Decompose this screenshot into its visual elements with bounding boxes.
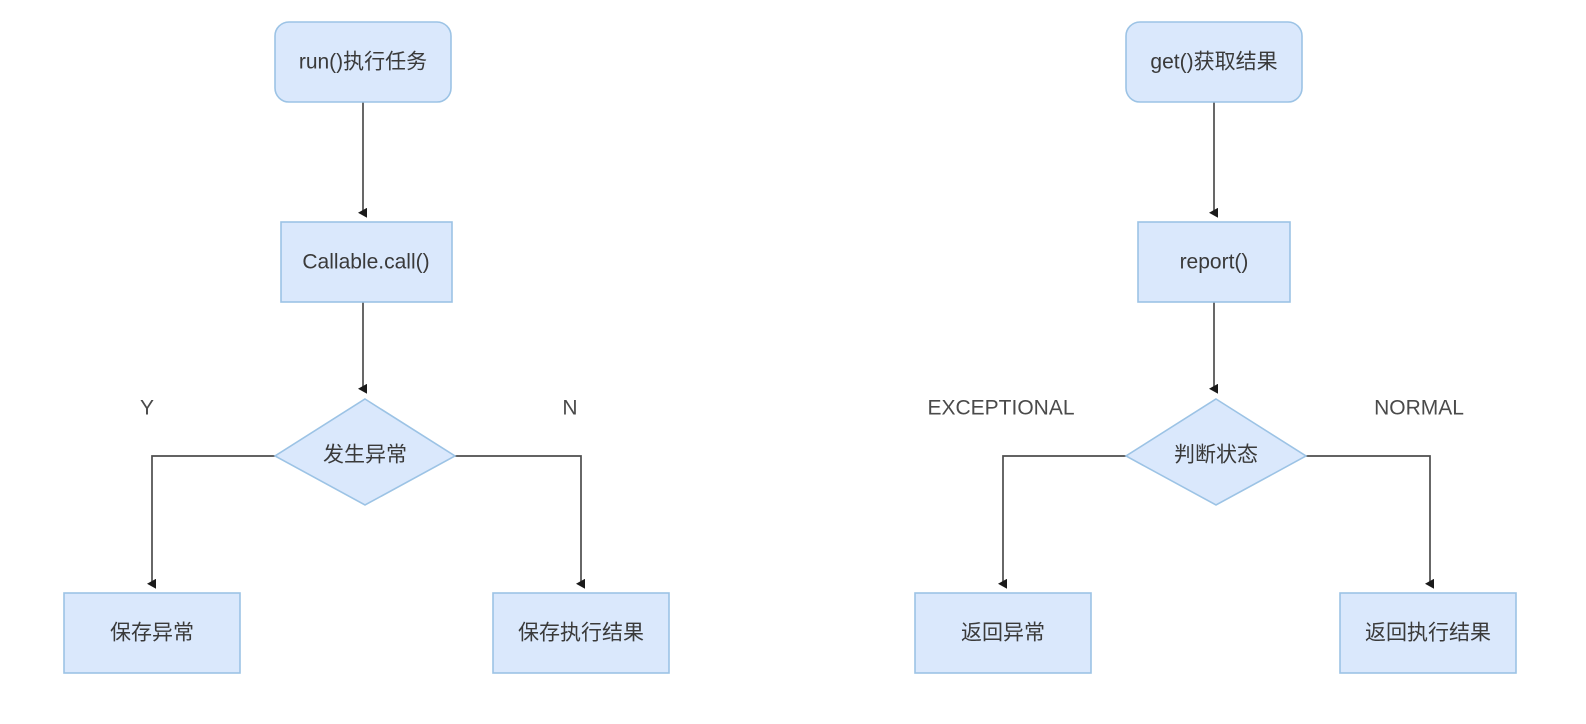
edge-state-check-to-return-result xyxy=(1306,455,1434,589)
node-save-exception[interactable]: 保存异常 xyxy=(63,592,241,674)
node-return-exception[interactable]: 返回异常 xyxy=(914,592,1092,674)
edge-label-no: N xyxy=(562,397,577,420)
node-callable-call-label: Callable.call() xyxy=(302,251,429,274)
node-run-task-label: run()执行任务 xyxy=(299,51,427,74)
node-report[interactable]: report() xyxy=(1137,221,1291,303)
node-get-result-label: get()获取结果 xyxy=(1150,51,1277,74)
node-save-exception-shape xyxy=(63,592,241,674)
edge-exception-check-to-save-exception xyxy=(147,455,275,589)
node-state-check[interactable]: 判断状态 xyxy=(1124,398,1308,506)
node-report-label: report() xyxy=(1180,251,1249,274)
node-exception-check-shape xyxy=(273,398,457,506)
edge-label-normal: NORMAL xyxy=(1374,397,1464,420)
node-callable-call[interactable]: Callable.call() xyxy=(280,221,453,303)
flow-execute: run()执行任务 Callable.call() 发生异常 保存异常 保存执行… xyxy=(63,21,670,674)
edge-state-check-to-return-exception xyxy=(998,455,1126,589)
node-save-result-shape xyxy=(492,592,670,674)
node-save-result[interactable]: 保存执行结果 xyxy=(492,592,670,674)
node-state-check-label: 判断状态 xyxy=(1174,444,1258,467)
node-exception-check[interactable]: 发生异常 xyxy=(273,398,457,506)
edge-label-yes: Y xyxy=(140,397,154,420)
node-get-result[interactable]: get()获取结果 xyxy=(1125,21,1303,103)
node-callable-call-shape xyxy=(280,221,453,303)
node-exception-check-label: 发生异常 xyxy=(323,444,407,467)
node-state-check-shape xyxy=(1124,398,1308,506)
flow-result: get()获取结果 report() 判断状态 返回异常 返回执行结果 EXCE… xyxy=(914,21,1517,674)
edge-exception-check-to-save-result xyxy=(455,455,585,589)
node-run-task[interactable]: run()执行任务 xyxy=(274,21,452,103)
node-save-result-label: 保存执行结果 xyxy=(518,622,644,645)
node-return-result-shape xyxy=(1339,592,1517,674)
node-run-task-shape xyxy=(274,21,452,103)
edge-label-exceptional: EXCEPTIONAL xyxy=(927,397,1074,420)
node-return-exception-label: 返回异常 xyxy=(961,622,1045,645)
node-get-result-shape xyxy=(1125,21,1303,103)
node-report-shape xyxy=(1137,221,1291,303)
node-save-exception-label: 保存异常 xyxy=(110,622,194,645)
node-return-result[interactable]: 返回执行结果 xyxy=(1339,592,1517,674)
node-return-result-label: 返回执行结果 xyxy=(1365,622,1491,645)
node-return-exception-shape xyxy=(914,592,1092,674)
